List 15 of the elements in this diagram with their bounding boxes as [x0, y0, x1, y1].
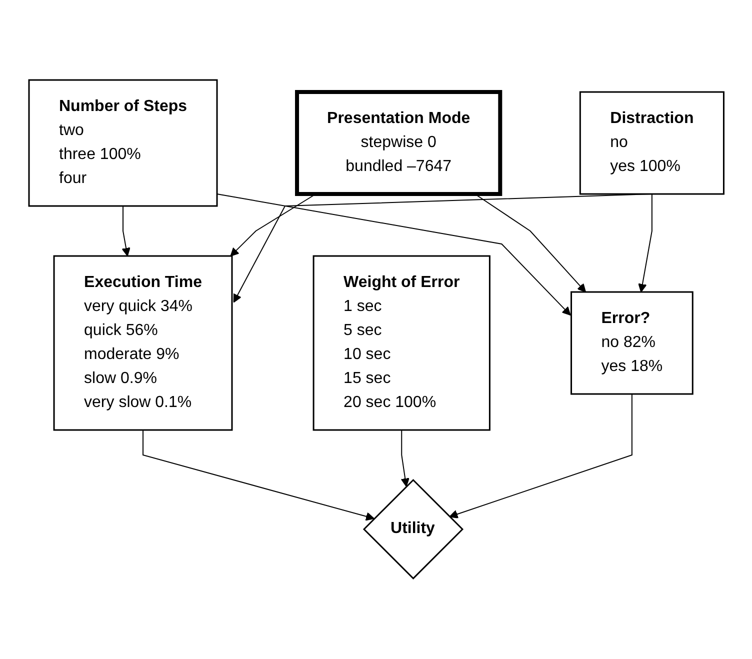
arrow [121, 206, 130, 257]
node-box: Weight of Error 1 sec 5 sec 10 sec 15 sec 20 sec 100% [312, 256, 490, 432]
arrow [400, 430, 410, 488]
node-box: Distraction no yes 100% [579, 92, 724, 196]
node-diamond: Utility [362, 479, 464, 580]
node-box: Error? no 82% yes 18% [570, 292, 693, 396]
arrow [216, 194, 570, 316]
arrow [230, 194, 316, 257]
arrow [448, 394, 632, 519]
arrow [142, 430, 374, 521]
arrow [638, 194, 652, 293]
arrow [232, 194, 652, 303]
node-box: Number of Steps two three 100% four [28, 80, 218, 208]
node-box: Execution Time very quick 34% quick 56% moderate 9% slow 0.9% very slow 0.1% [52, 256, 232, 432]
node-box: Presentation Mode stepwise 0 bundled –7647 [294, 90, 502, 196]
